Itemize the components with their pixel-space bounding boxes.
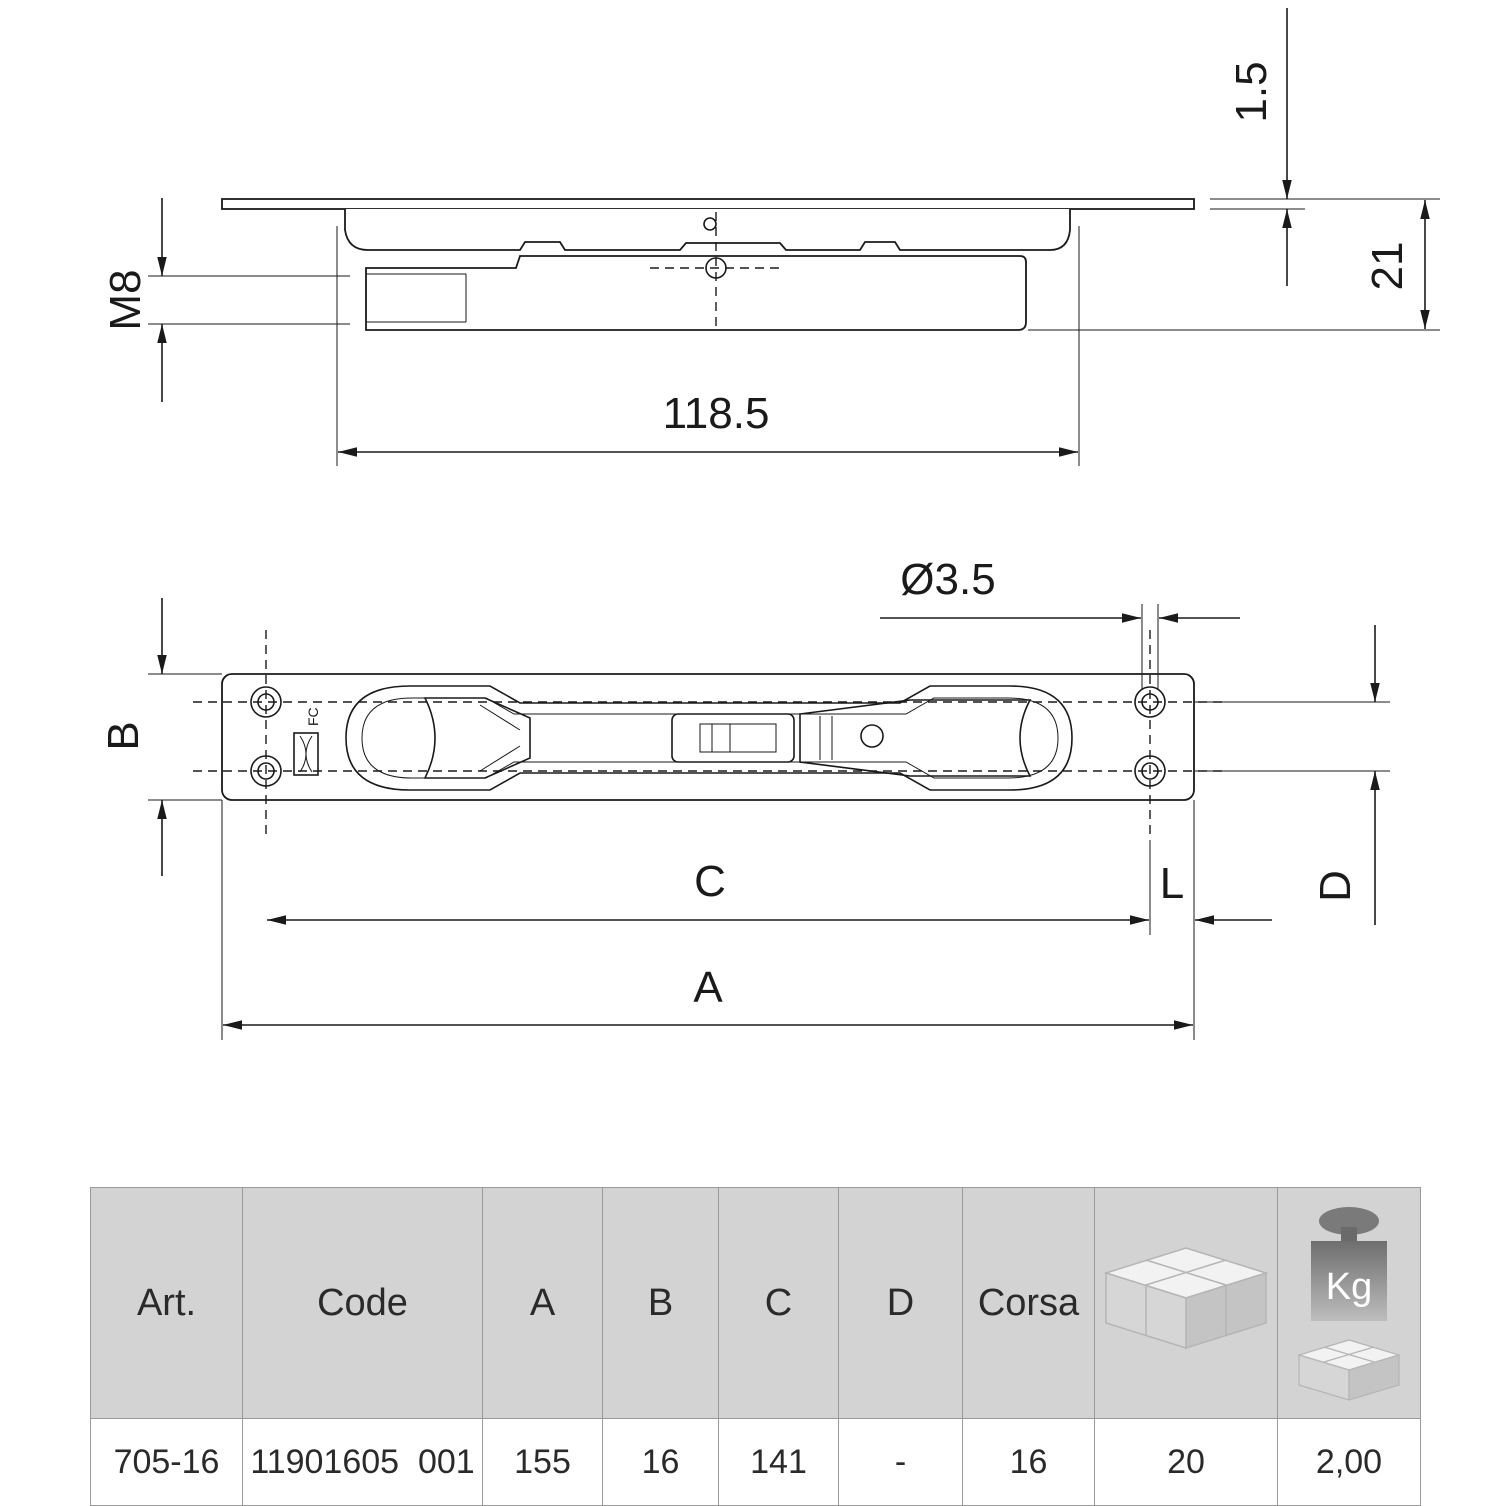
- table-header-row: Art. Code A B C D Corsa: [90, 1187, 1421, 1419]
- screw-mark: [703, 217, 717, 231]
- cell-package-qty: 20: [1094, 1418, 1278, 1506]
- header-b: B: [602, 1187, 719, 1419]
- face-plate: [221, 198, 1195, 210]
- header-art: Art.: [90, 1187, 243, 1419]
- header-corsa: Corsa: [962, 1187, 1095, 1419]
- header-a: A: [482, 1187, 603, 1419]
- header-code: Code: [242, 1187, 483, 1419]
- cell-art: 705-16: [90, 1418, 243, 1506]
- dim-b: B: [99, 721, 148, 750]
- handle-left: [423, 697, 531, 779]
- header-package: [1094, 1187, 1278, 1419]
- dim-c: C: [694, 857, 726, 906]
- technical-drawing: 1.5 21 M8 118.5: [99, 8, 1440, 1040]
- header-weight: Kg: [1277, 1187, 1421, 1419]
- table-row: 705-16 11901605 001 155 16 141 - 16 20 2…: [90, 1418, 1421, 1506]
- weight-unit-label: Kg: [1326, 1266, 1372, 1308]
- front-plate: [221, 673, 1195, 801]
- knob-hole: [860, 724, 884, 748]
- dim-height: 21: [1363, 242, 1412, 291]
- slider-block: [671, 713, 795, 763]
- cell-code: 11901605 001: [242, 1418, 483, 1506]
- dim-plate-thickness: 1.5: [1227, 61, 1276, 122]
- bolt-slot: [345, 685, 1073, 791]
- bolt-body: [365, 255, 1027, 331]
- dim-thread: M8: [101, 269, 150, 330]
- dim-body-length: 118.5: [663, 389, 770, 438]
- cell-a: 155: [482, 1418, 603, 1506]
- package-boxes-icon: [1103, 1247, 1269, 1350]
- package-small-icon: [1296, 1339, 1402, 1401]
- spec-table: Art. Code A B C D Corsa: [90, 1187, 1421, 1506]
- handle-right: [799, 699, 1032, 777]
- side-view: 1.5 21 M8 118.5: [101, 8, 1440, 466]
- cell-weight: 2,00: [1277, 1418, 1421, 1506]
- front-view: FC B D Ø3.5: [99, 555, 1390, 1040]
- cell-corsa: 16: [962, 1418, 1095, 1506]
- fc-marking-icon: [293, 732, 319, 776]
- cell-d: -: [838, 1418, 963, 1506]
- fc-marking-label: FC: [305, 707, 321, 726]
- cell-b: 16: [602, 1418, 719, 1506]
- dim-l: L: [1160, 859, 1184, 908]
- dim-a: A: [693, 963, 723, 1012]
- header-d: D: [838, 1187, 963, 1419]
- weight-kg-icon: Kg: [1311, 1207, 1387, 1321]
- dim-hole-diameter: Ø3.5: [900, 555, 995, 604]
- dim-d: D: [1311, 870, 1360, 902]
- cell-c: 141: [718, 1418, 839, 1506]
- header-c: C: [718, 1187, 839, 1419]
